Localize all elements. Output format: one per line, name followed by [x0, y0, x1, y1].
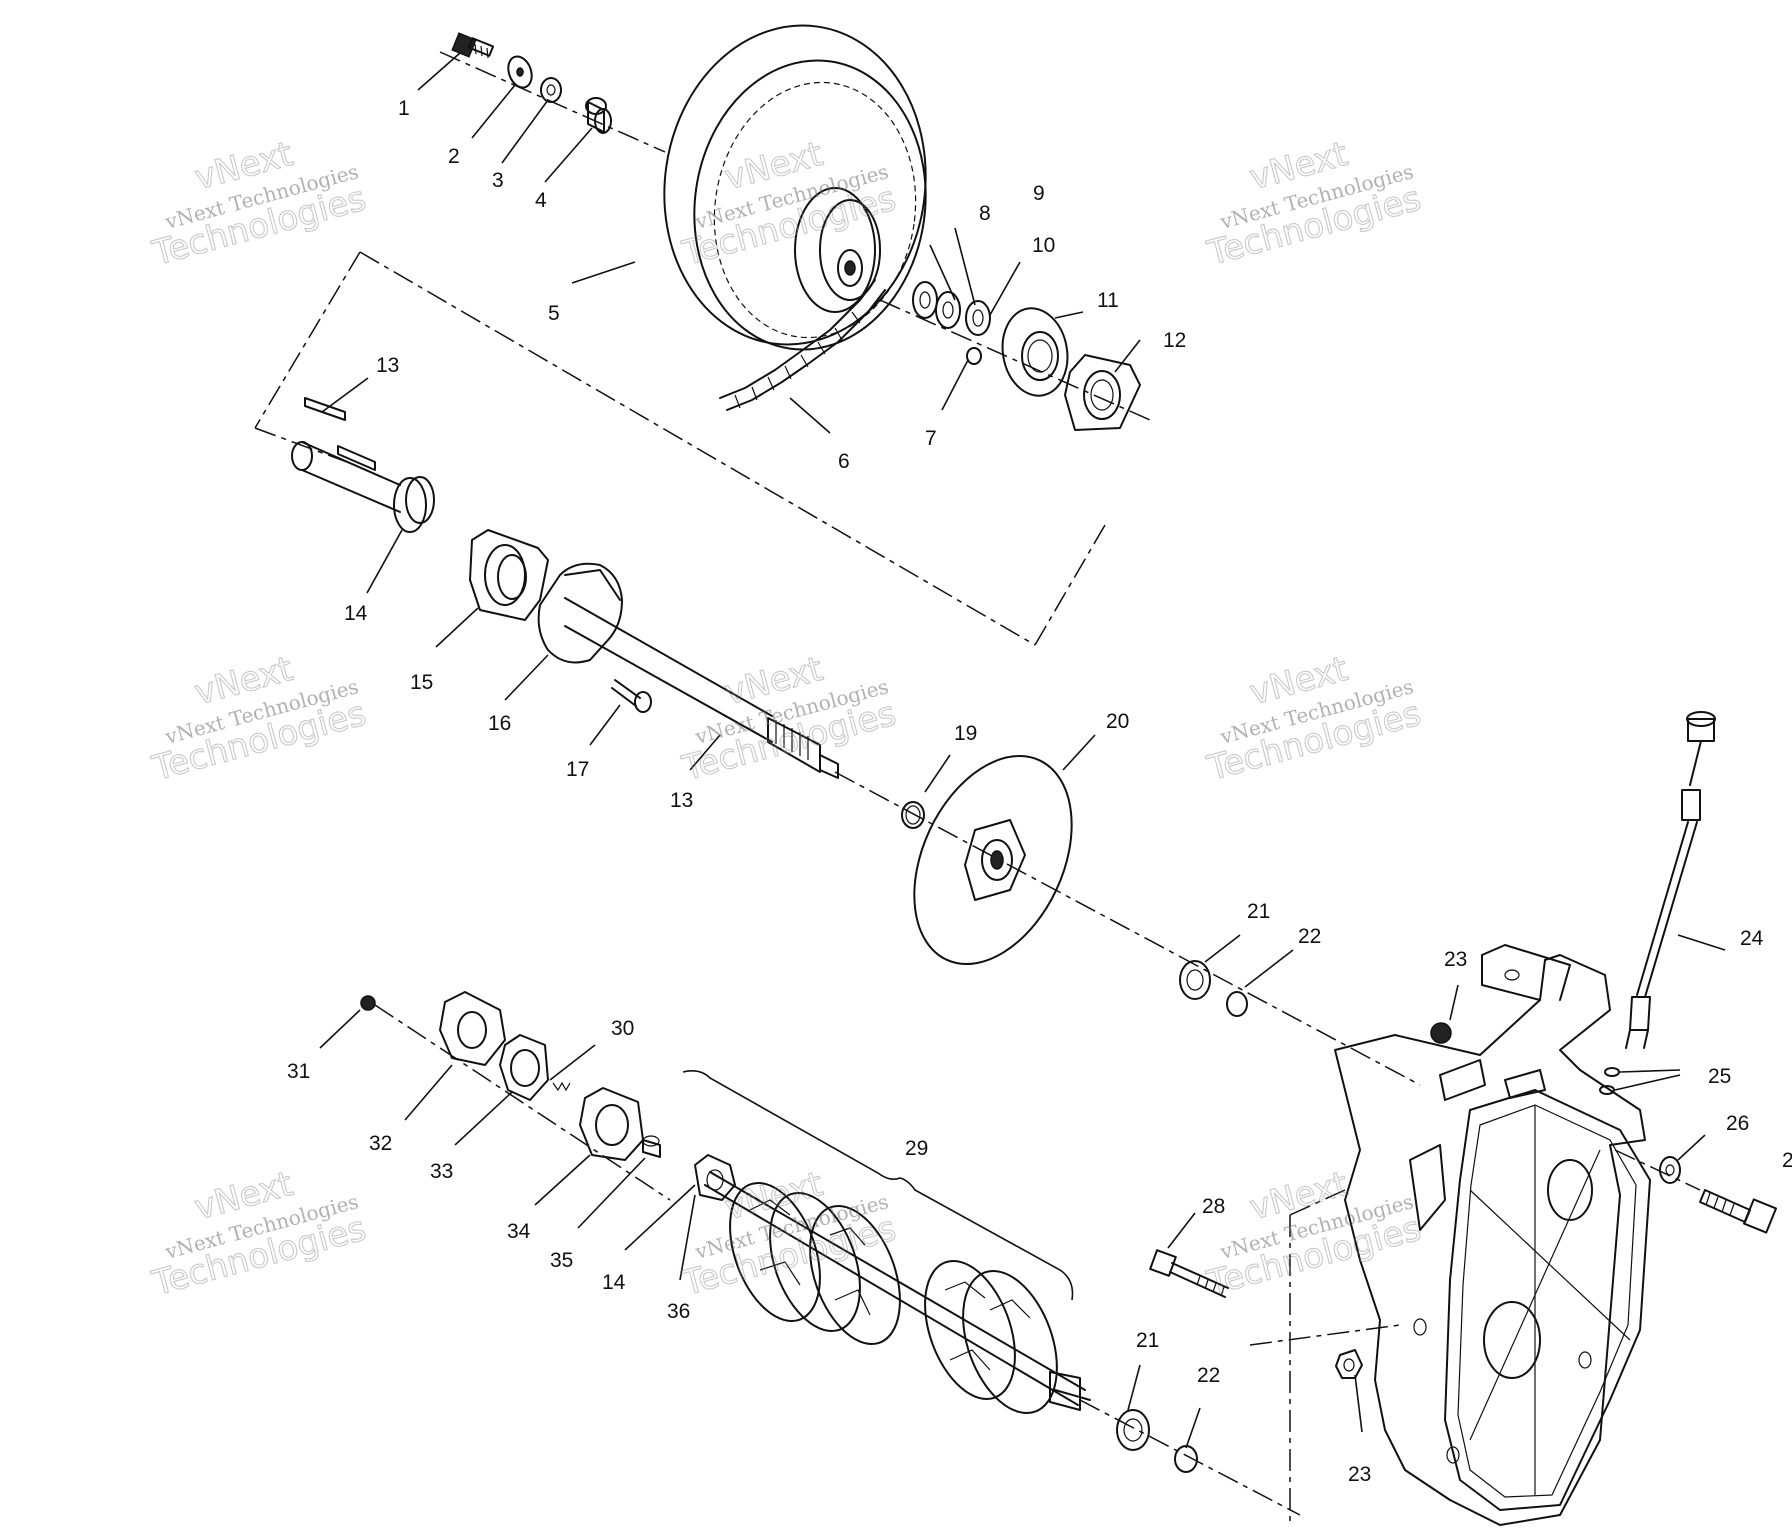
gasket-part-33: [499, 1034, 549, 1101]
callout-16: 16: [488, 712, 511, 735]
washer-part-3: [540, 77, 562, 103]
callout-22-upper: 22: [1298, 925, 1321, 948]
watermark-group: vNext vNext Technologies Technologies vN…: [147, 133, 1425, 1304]
callout-8: 8: [979, 202, 991, 225]
callout-17: 17: [566, 758, 589, 781]
callout-21-upper: 21: [1247, 900, 1270, 923]
callout-labels: 1 2 3 4 5 6 7 8 9 10 11 12 13 13 14 14 1…: [287, 97, 1792, 1486]
bearing-flange-part-11: [1001, 307, 1069, 397]
bolt-part-1: [451, 32, 495, 59]
callout-14-upper: 14: [344, 602, 368, 625]
callout-5: 5: [548, 302, 560, 325]
o-ring-part-25: [1599, 1067, 1620, 1095]
callout-13-upper: 13: [376, 354, 399, 377]
washer-part-9: [935, 291, 961, 329]
callout-25: 25: [1708, 1065, 1731, 1088]
callout-31: 31: [287, 1060, 310, 1083]
callout-22-lower: 22: [1197, 1364, 1220, 1387]
callout-13-lower: 13: [670, 789, 693, 812]
callout-36: 36: [667, 1300, 690, 1323]
watermark: vNext vNext Technologies Technologies: [677, 1163, 900, 1304]
bearing-flange-part-12: [1064, 354, 1141, 431]
nut-part-31: [360, 995, 376, 1011]
bolt-part-17: [611, 679, 652, 713]
watermark: vNext vNext Technologies Technologies: [677, 133, 900, 274]
assembly-axis-lines: [254, 51, 1701, 1525]
callout-3: 3: [492, 169, 504, 192]
callout-26: 26: [1726, 1112, 1749, 1135]
washer-part-26: [1659, 1156, 1681, 1184]
bearing-housing-part-15: [469, 529, 549, 621]
snap-ring-part-19: [901, 801, 925, 829]
callout-10: 10: [1032, 234, 1055, 257]
callout-29: 29: [905, 1137, 928, 1160]
watermark: vNext vNext Technologies Technologies: [147, 648, 370, 789]
bearing-part-14-upper: [393, 476, 435, 533]
spring-part-30: [552, 1081, 571, 1092]
belt-part-6: [719, 279, 886, 411]
key-part-13: [304, 397, 346, 421]
callout-1: 1: [398, 97, 410, 120]
bolt-part-28: [1149, 1249, 1229, 1298]
callout-28: 28: [1202, 1195, 1225, 1218]
callout-35: 35: [550, 1249, 573, 1272]
watermark: vNext vNext Technologies Technologies: [677, 648, 900, 789]
bolt-part-27: [1699, 1189, 1777, 1234]
callout-9: 9: [1033, 182, 1045, 205]
dipstick-part-24: [1625, 711, 1716, 1049]
callout-2: 2: [448, 145, 460, 168]
callout-33: 33: [430, 1160, 453, 1183]
callout-30: 30: [611, 1017, 634, 1040]
spacer-part-4: [585, 97, 612, 134]
washer-part-8: [912, 281, 938, 319]
callout-34: 34: [507, 1220, 531, 1243]
bracket-part-29: [682, 1070, 1074, 1301]
callout-11: 11: [1097, 289, 1119, 312]
callout-4: 4: [535, 189, 547, 212]
drive-shaft-sprockets-part-29: [704, 1171, 1091, 1415]
seal-part-21-upper: [1179, 960, 1211, 1000]
flange-part-32: [439, 991, 506, 1066]
callout-23-lower: 23: [1348, 1463, 1371, 1486]
washer-part-2: [507, 55, 533, 89]
callout-21-lower: 21: [1136, 1329, 1159, 1352]
watermark: vNext vNext Technologies Technologies: [1202, 648, 1425, 789]
callout-6: 6: [838, 450, 850, 473]
callout-32: 32: [369, 1132, 392, 1155]
chaincase-housing: [1334, 944, 1651, 1526]
callout-20: 20: [1106, 710, 1129, 733]
nut-part-7: [966, 347, 982, 365]
callout-19: 19: [954, 722, 977, 745]
callout-7: 7: [925, 427, 937, 450]
callout-23-upper: 23: [1444, 948, 1467, 971]
flange-part-34: [579, 1087, 644, 1161]
fitting-part-35: [642, 1135, 661, 1158]
callout-12: 12: [1163, 329, 1186, 352]
seal-part-21-lower: [1116, 1409, 1150, 1451]
watermark: vNext vNext Technologies Technologies: [1202, 133, 1425, 274]
callout-27: 2: [1782, 1149, 1792, 1172]
leader-lines: [319, 52, 1726, 1449]
brake-disc-part-20: [913, 755, 1073, 965]
callout-14-lower: 14: [602, 1271, 626, 1294]
callout-24: 24: [1740, 927, 1764, 950]
nut-part-23-upper: [1430, 1022, 1452, 1044]
watermark: vNext vNext Technologies Technologies: [1202, 1163, 1425, 1304]
drive-shaft-upper: [291, 441, 839, 779]
driven-pulley-part-5: [663, 24, 927, 351]
sprocket-part-16: [537, 562, 623, 664]
watermark: vNext vNext Technologies Technologies: [147, 1163, 370, 1304]
watermark: vNext vNext Technologies Technologies: [147, 133, 370, 274]
o-ring-part-22-upper: [1226, 991, 1248, 1017]
nut-part-23-lower: [1335, 1349, 1363, 1379]
washer-part-10: [965, 300, 991, 336]
callout-15: 15: [410, 671, 433, 694]
